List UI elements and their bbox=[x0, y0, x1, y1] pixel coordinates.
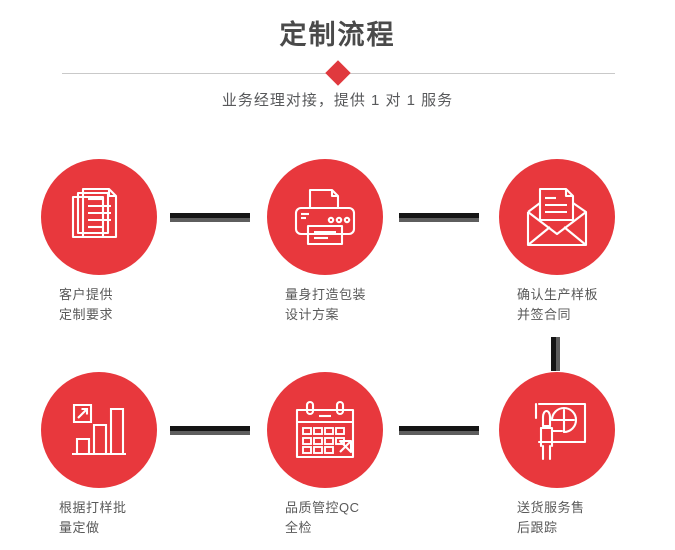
printer-icon bbox=[294, 188, 356, 246]
connector-step5-step6 bbox=[399, 426, 479, 435]
connector-bar-shadow bbox=[399, 218, 479, 222]
step-2-label: 量身打造包装 设计方案 bbox=[285, 287, 367, 322]
step-4-circle bbox=[41, 372, 157, 488]
bar-chart-growth-icon bbox=[72, 403, 126, 456]
connector-bar-dark bbox=[399, 213, 479, 218]
step-6-circle bbox=[499, 372, 615, 488]
step-2-circle bbox=[267, 159, 383, 275]
connector-bar-shadow bbox=[170, 218, 250, 222]
connector-bar-dark bbox=[170, 213, 250, 218]
calendar-icon bbox=[295, 400, 355, 459]
connector-bar-dark bbox=[551, 337, 556, 371]
page-title: 定制流程 bbox=[279, 20, 396, 50]
connector-step4-step5 bbox=[170, 426, 250, 435]
envelope-document-icon bbox=[526, 187, 588, 247]
connector-bar-dark bbox=[170, 426, 250, 431]
connector-bar-shadow bbox=[170, 431, 250, 435]
step-5-circle bbox=[267, 372, 383, 488]
connector-bar-shadow bbox=[556, 337, 560, 371]
step-6-label: 送货服务售 后跟踪 bbox=[517, 500, 585, 535]
step-3-circle bbox=[499, 159, 615, 275]
connector-step1-step2 bbox=[170, 213, 250, 222]
connector-step2-step3 bbox=[399, 213, 479, 222]
presentation-person-piechart-icon bbox=[534, 402, 587, 461]
page-subtitle: 业务经理对接，提供 1 对 1 服务 bbox=[221, 92, 454, 109]
step-1-circle bbox=[41, 159, 157, 275]
step-3-label: 确认生产样板 并签合同 bbox=[517, 287, 599, 322]
connector-bar-dark bbox=[399, 426, 479, 431]
step-1-label: 客户提供 定制要求 bbox=[59, 287, 114, 322]
step-4-label: 根据打样批 量定做 bbox=[59, 500, 127, 535]
connector-step3-step4 bbox=[551, 337, 560, 371]
documents-stack-icon bbox=[71, 187, 118, 239]
connector-bar-shadow bbox=[399, 431, 479, 435]
step-5-label: 品质管控QC 全检 bbox=[285, 500, 360, 535]
